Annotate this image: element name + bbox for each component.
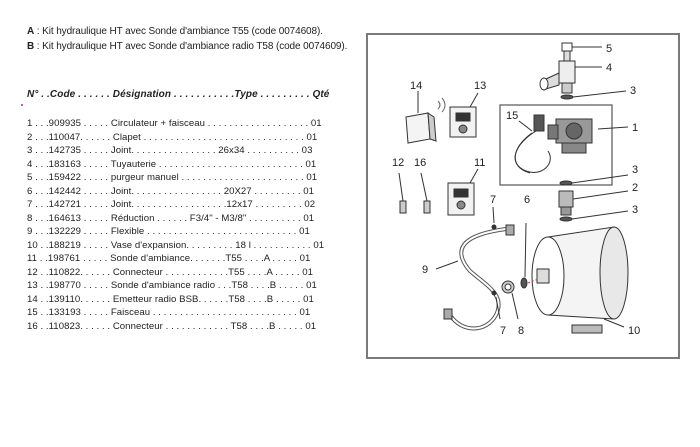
callout-2: 2 (632, 182, 638, 194)
table-row: 14 . .139110. . . . . . Emetteur radio B… (27, 293, 314, 305)
table-row: 8 . . .164613 . . . . . Réduction . . . … (27, 212, 315, 224)
callout-1: 1 (632, 122, 638, 134)
gasket-6 (520, 277, 528, 289)
table-row: 1 . . .909935 . . . . . Circulateur + fa… (27, 118, 322, 129)
callout-10: 10 (628, 325, 640, 337)
callout-6: 6 (524, 194, 530, 206)
table-row: 16 . .110823. . . . . . Connecteur . . .… (27, 320, 317, 332)
diagram-frame (366, 33, 680, 359)
callout-14: 14 (410, 80, 422, 92)
callout-3-bottom: 3 (632, 204, 638, 216)
expansion-vessel (531, 226, 629, 334)
table-row: 3 . . .142735 . . . . . Joint. . . . . .… (27, 145, 313, 156)
kit-a-text: : Kit hydraulique HT avec Sonde d'ambian… (34, 26, 323, 37)
callout-7-top: 7 (490, 194, 496, 206)
table-row: 9 . . .132229 . . . . . Flexible . . . .… (27, 226, 310, 237)
purge-valve (561, 42, 602, 62)
callout-3-top: 3 (630, 85, 636, 97)
table-row: 2 . . .110047. . . . . . Clapet . . . . … (27, 131, 318, 143)
callout-15: 15 (506, 110, 518, 122)
kit-a-letter: A (27, 26, 35, 37)
table-row: 7 . . .142721 . . . . . Joint. . . . . .… (27, 199, 316, 210)
kit-b-line: B : Kit hydraulique HT avec Sonde d'ambi… (27, 41, 347, 52)
pipework (539, 60, 602, 94)
table-row: 5 . . .159422 . . . . . purgeur manuel .… (27, 172, 318, 183)
exploded-diagram: 5 4 3 1 3 2 3 10 14 13 15 12 16 11 7 6 9… (392, 42, 640, 337)
callout-4: 4 (606, 62, 612, 74)
table-row: 13 . .198770 . . . . . Sonde d'ambiance … (27, 280, 317, 291)
radio-emitter (405, 91, 446, 144)
callout-3-mid: 3 (632, 164, 638, 176)
callout-8: 8 (518, 325, 524, 337)
callout-9: 9 (422, 264, 428, 276)
kit-b-letter: B (27, 41, 35, 52)
gasket-7-lower (491, 290, 497, 296)
gasket-7-upper (491, 224, 497, 230)
kit-a-line: A : Kit hydraulique HT avec Sonde d'ambi… (27, 26, 323, 37)
radio-room-sensor (449, 92, 479, 138)
table-row: 12 . .110822. . . . . . Connecteur . . .… (27, 266, 314, 278)
gasket-bottom (559, 216, 573, 222)
stray-mark (21, 104, 23, 106)
callout-12: 12 (392, 157, 404, 169)
callout-11: 11 (474, 157, 485, 169)
table-header: N° . .Code . . . . . . Désignation . . .… (27, 89, 330, 100)
gasket-mid (559, 180, 573, 186)
circulator-pump (547, 118, 593, 154)
pump-box (499, 104, 613, 186)
callout-5: 5 (606, 43, 612, 55)
callout-16: 16 (414, 157, 426, 169)
check-valve (558, 190, 574, 216)
cable-harness (514, 114, 551, 174)
table-row: 11 . .198761 . . . . . Sonde d'ambiance.… (27, 253, 311, 264)
flexible-hose (435, 224, 515, 331)
table-row: 10 . .188219 . . . . . Vase d'expansion.… (27, 239, 325, 251)
parts-table: 1 . . .909935 . . . . . Circulateur + fa… (27, 117, 345, 333)
gasket-top (560, 94, 574, 100)
kit-b-text: : Kit hydraulique HT avec Sonde d'ambian… (34, 41, 348, 52)
callout-7-bottom: 7 (500, 325, 506, 337)
table-row: 15 . .133193 . . . . . Faisceau . . . . … (27, 307, 311, 318)
reducer (501, 280, 515, 294)
table-row: 4 . . .183163 . . . . . Tuyauterie . . .… (27, 158, 317, 170)
table-row: 6 . . .142442 . . . . . Joint. . . . . .… (27, 185, 315, 197)
connector-t58 (420, 172, 431, 214)
callout-13: 13 (474, 80, 486, 92)
connector-t55 (398, 172, 407, 214)
room-sensor (447, 168, 479, 216)
